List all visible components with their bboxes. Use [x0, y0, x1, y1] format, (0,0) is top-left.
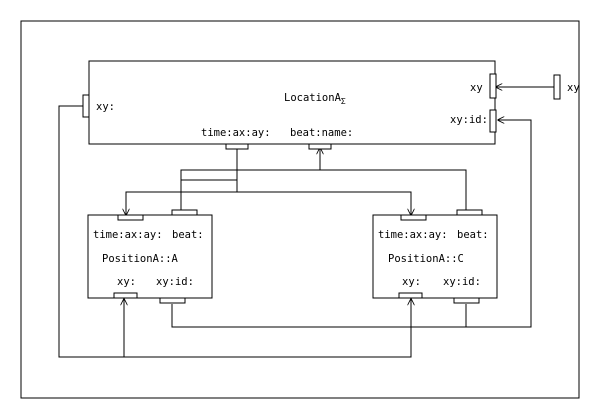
position-c-bottom-left-label: xy: — [402, 276, 421, 288]
location-box — [88, 60, 496, 145]
position-c-port-top-right[interactable] — [456, 209, 483, 216]
location-title: LocationAΣ — [284, 92, 346, 106]
position-a-port-top-right[interactable] — [171, 209, 198, 216]
wire-beats-to-location — [320, 148, 467, 210]
location-node: LocationAΣ xy: xy xy:id: time:ax:ay: bea… — [82, 60, 497, 150]
location-port-left[interactable] — [82, 94, 90, 118]
wire-time-to-position-c — [237, 191, 411, 215]
position-a-top-right-label: beat: — [172, 229, 204, 241]
external-port[interactable] — [553, 74, 561, 100]
position-c-port-bottom-left[interactable] — [398, 292, 423, 299]
position-c-box — [372, 214, 498, 299]
position-a-port-bottom-left[interactable] — [113, 292, 138, 299]
wire-xyid-to-location — [465, 120, 532, 328]
position-c-node: time:ax:ay: beat: PositionA::C xy: xy:id… — [372, 209, 498, 304]
location-port-left-label: xy: — [96, 101, 115, 113]
position-a-node: time:ax:ay: beat: PositionA::A xy: xy:id… — [87, 209, 213, 304]
position-c-top-right-label: beat: — [457, 229, 489, 241]
position-c-port-top-left[interactable] — [400, 214, 427, 221]
position-a-top-left-label: time:ax:ay: — [93, 229, 163, 241]
external-label: xy — [567, 82, 580, 94]
position-c-port-bottom-right[interactable] — [453, 297, 480, 304]
position-a-bottom-right-label: xy:id: — [156, 276, 194, 288]
wire-position-a-xyid — [171, 304, 467, 328]
location-port-bottom-left-label: time:ax:ay: — [201, 127, 271, 139]
location-port-bottom-right[interactable] — [308, 143, 332, 150]
wire-position-a-beat — [180, 169, 320, 210]
location-port-right-bottom[interactable] — [489, 109, 497, 133]
position-a-port-bottom-right[interactable] — [159, 297, 186, 304]
location-port-right-top-label: xy — [470, 82, 483, 94]
position-a-box — [87, 214, 213, 299]
position-a-bottom-left-label: xy: — [117, 276, 136, 288]
position-c-bottom-right-label: xy:id: — [443, 276, 481, 288]
location-port-bottom-right-label: beat:name: — [290, 127, 353, 139]
wire-time-to-position-a — [126, 191, 237, 215]
location-port-right-top[interactable] — [489, 73, 497, 99]
location-port-right-bottom-label: xy:id: — [450, 114, 488, 126]
position-c-title: PositionA::C — [388, 253, 464, 265]
external-node: xy — [553, 74, 580, 100]
position-a-port-top-left[interactable] — [117, 214, 144, 221]
position-a-title: PositionA::A — [102, 253, 179, 265]
location-port-bottom-left[interactable] — [225, 143, 249, 150]
wire-location-xy-to-position-c — [58, 105, 411, 358]
wires — [58, 87, 554, 358]
position-c-top-left-label: time:ax:ay: — [378, 229, 448, 241]
